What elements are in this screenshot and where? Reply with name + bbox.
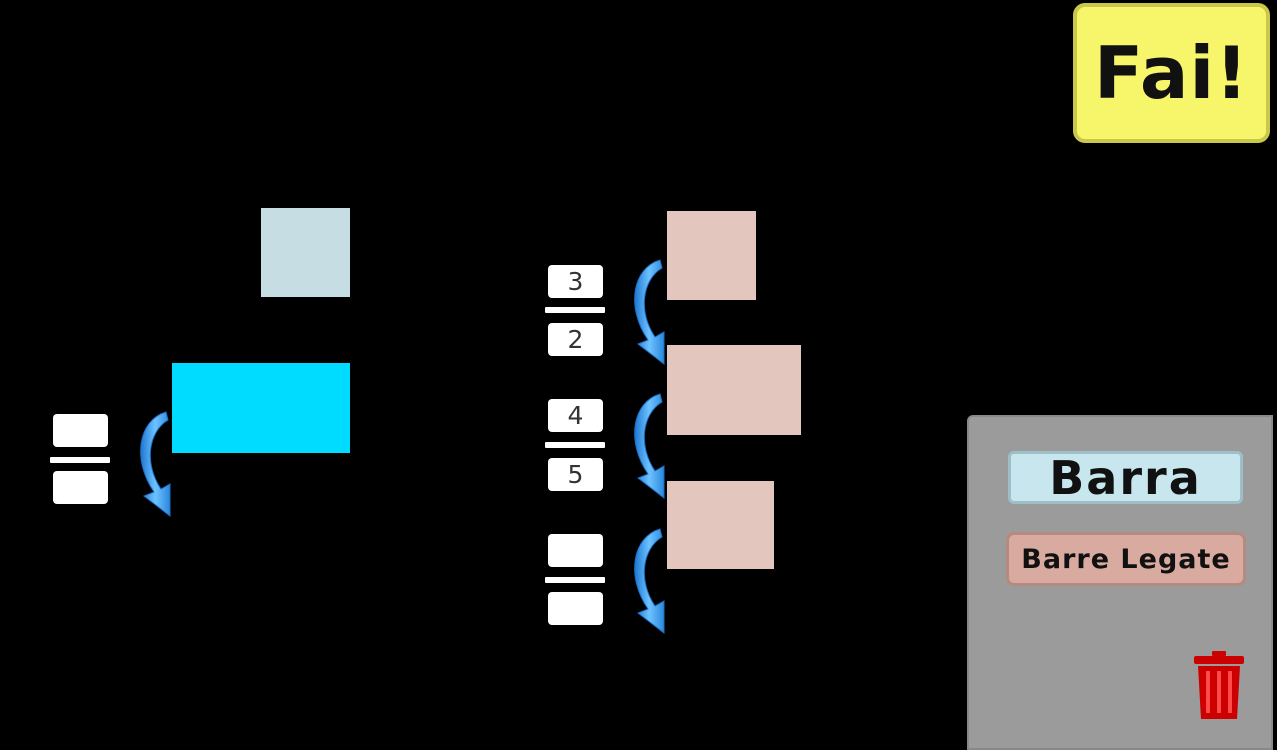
fraction-2-bar — [545, 442, 605, 448]
fraction-2-denominator[interactable]: 5 — [548, 458, 603, 491]
left-fraction-numerator[interactable] — [53, 414, 108, 447]
pink-block-2[interactable] — [667, 345, 801, 435]
fraction-1-numerator[interactable]: 3 — [548, 265, 603, 298]
left-fraction-denominator[interactable] — [53, 471, 108, 504]
fraction-3-numerator[interactable] — [548, 534, 603, 567]
fraction-3-denominator[interactable] — [548, 592, 603, 625]
cyan-rectangle-block[interactable] — [172, 363, 350, 453]
light-blue-square-block[interactable] — [261, 208, 350, 297]
linked-bars-tool-button[interactable]: Barre Legate — [1006, 532, 1246, 586]
fraction-2-numerator[interactable]: 4 — [548, 399, 603, 432]
curved-arrow-icon — [634, 528, 665, 635]
fraction-1-denominator[interactable]: 2 — [548, 323, 603, 356]
fraction-3-bar — [545, 577, 605, 583]
curved-arrow-icon — [634, 259, 665, 366]
bar-tool-button[interactable]: Barra — [1008, 451, 1243, 505]
curved-arrow-icon — [140, 411, 171, 518]
trash-icon[interactable] — [1193, 651, 1245, 721]
fai-button[interactable]: Fai! — [1073, 3, 1270, 143]
pink-block-3[interactable] — [667, 481, 774, 569]
pink-block-1[interactable] — [667, 211, 756, 300]
fraction-1-bar — [545, 307, 605, 313]
left-fraction-bar — [50, 457, 110, 463]
curved-arrow-icon — [634, 393, 665, 500]
